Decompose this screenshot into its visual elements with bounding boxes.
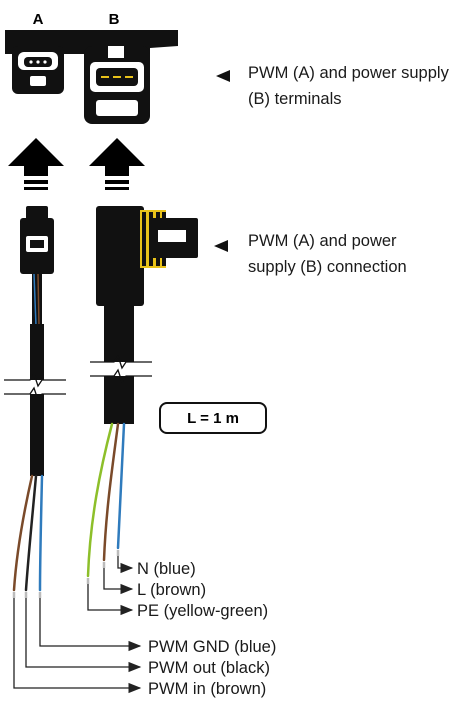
wire-label-pe: PE (yellow-green) (137, 602, 268, 620)
length-box (159, 402, 267, 434)
wire-label-pwm-out: PWM out (black) (148, 659, 270, 677)
wires-b (86, 422, 126, 584)
wires-a (12, 474, 44, 598)
wire-label-pwm-in: PWM in (brown) (148, 680, 266, 698)
connector-a (20, 206, 54, 476)
header-b: B (109, 11, 120, 28)
length-label: L = 1 m (187, 410, 239, 427)
terminal-a (12, 46, 64, 94)
header-a: A (33, 11, 44, 28)
cable-break-b (90, 354, 152, 384)
wire-label-l: L (brown) (137, 581, 206, 599)
up-arrow-b-icon (89, 138, 145, 190)
callout-terminals: PWM (A) and power supply (B) terminals (248, 64, 453, 108)
arrow-connection-icon (214, 240, 228, 252)
cable-break-a (4, 372, 66, 402)
arrow-terminals-icon (216, 70, 230, 82)
wire-label-n: N (blue) (137, 560, 196, 578)
leaders-b (87, 556, 134, 616)
terminal-b (84, 46, 150, 124)
connector-b (96, 206, 198, 424)
wire-label-pwm-gnd: PWM GND (blue) (148, 638, 276, 656)
callout-connection: PWM (A) and power supply (B) connection (248, 232, 407, 276)
up-arrow-a-icon (8, 138, 64, 190)
leaders-a (13, 598, 142, 694)
